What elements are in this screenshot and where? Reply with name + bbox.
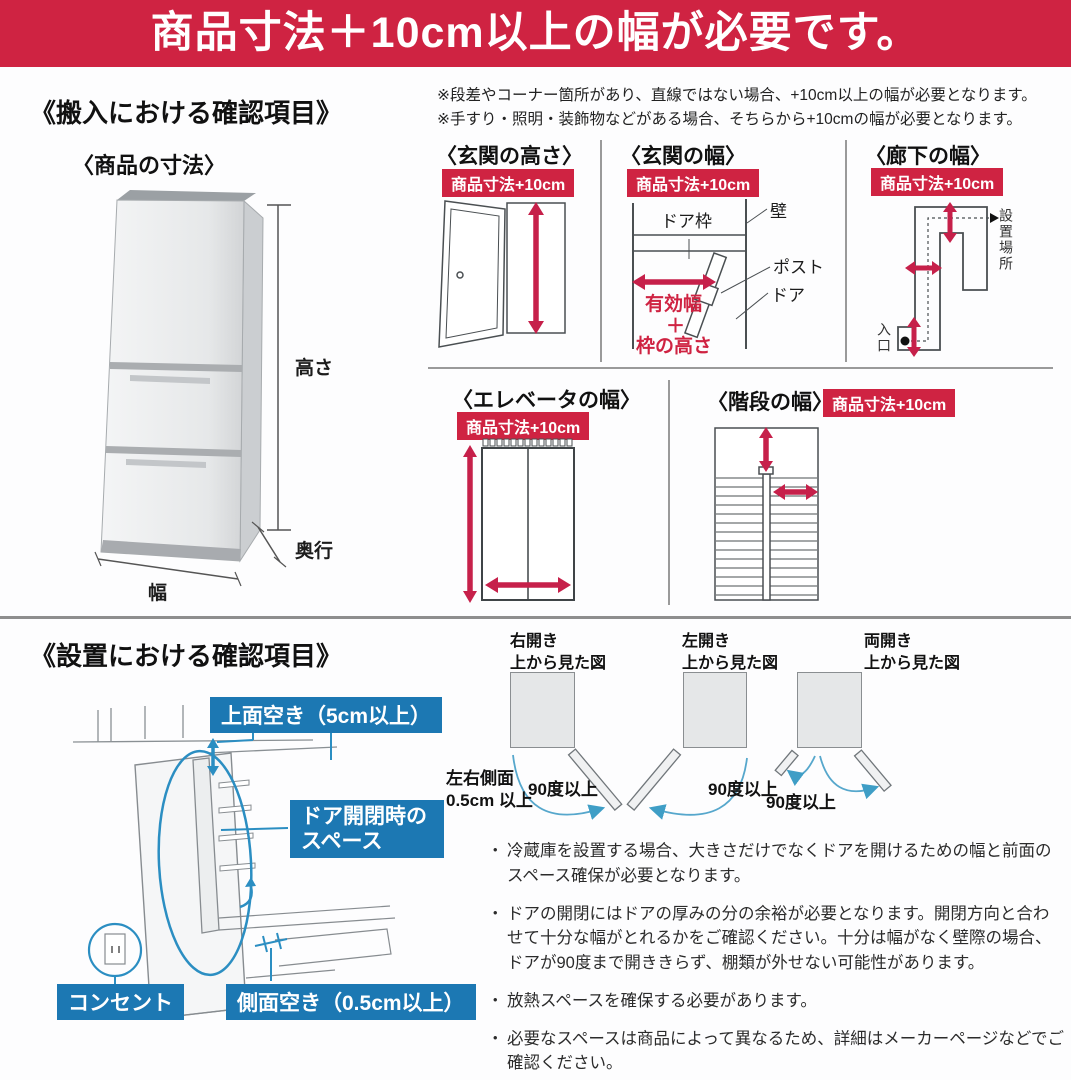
- divider-vertical-1: [600, 140, 602, 362]
- note-line-2: ※手すり・照明・装飾物などがある場合、そちらから+10cmの幅が必要となります。: [437, 111, 1022, 128]
- elevator-width-badge: 商品寸法+10cm: [457, 412, 590, 440]
- view-both-label: 両開き上から見た図: [864, 633, 961, 673]
- door-space-line1: ドア開閉時の: [301, 805, 427, 828]
- door-frame-label: ドア枠: [661, 212, 712, 231]
- list-item: ・ 冷蔵庫を設置する場合、大きさだけでなくドアを開けるための幅と前面のスペース確…: [487, 842, 1052, 885]
- wall-label: 壁: [770, 202, 787, 221]
- entrance-width-illustration: [632, 199, 771, 349]
- stairs-width-title: 〈階段の幅〉: [707, 391, 833, 414]
- hallway-width-title: 〈廊下の幅〉: [865, 145, 991, 168]
- elevator-width-title: 〈エレベータの幅〉: [452, 389, 641, 412]
- divider-vertical-2: [845, 140, 847, 362]
- product-dimensions-title: 〈商品の寸法〉: [72, 153, 227, 178]
- installation-notes-list: ・ 冷蔵庫を設置する場合、大きさだけでなくドアを開けるための幅と前面のスペース確…: [487, 839, 1065, 1080]
- divider-vertical-3: [668, 380, 670, 605]
- list-item: ・ 放熱スペースを確保する必要があります。: [487, 991, 817, 1010]
- fridge-topview-both: [797, 672, 862, 748]
- door-space-line2: スペース: [301, 830, 383, 854]
- plus-label: ＋: [666, 316, 686, 337]
- divider-horizontal-1: [428, 367, 1053, 369]
- list-item: ・ 必要なスペースは商品によって異なるため、詳細はメーカーページなどでご確認くだ…: [487, 1029, 1065, 1073]
- stairs-width-badge: 商品寸法+10cm: [823, 389, 956, 417]
- banner-title: 商品寸法＋10cm以上の幅が必要です。: [0, 0, 1071, 67]
- entrance-height-badge: 商品寸法+10cm: [442, 169, 575, 197]
- entrance-height-illustration: [438, 200, 566, 348]
- elevator-width-illustration: [463, 438, 575, 603]
- width-label: 幅: [148, 583, 168, 604]
- refrigerator-dimensions-illustration: [94, 190, 291, 587]
- top-clearance-callout: 上面空き（5cm以上）: [210, 697, 443, 733]
- entry-label: 入口: [876, 322, 892, 354]
- carry-in-heading: 《搬入における確認項目》: [30, 98, 343, 128]
- entrance-height-title: 〈玄関の高さ〉: [436, 145, 583, 168]
- side-clearance-callout: 側面空き（0.5cm以上）: [226, 984, 476, 1020]
- frame-height-label: 枠の高さ: [636, 336, 713, 357]
- stairs-width-illustration: [714, 427, 819, 601]
- entrance-width-title: 〈玄関の幅〉: [620, 145, 746, 168]
- outlet-callout: コンセント: [57, 984, 184, 1020]
- door-swing-diagrams: [512, 748, 892, 820]
- angle-label-left: 90度以上: [708, 780, 778, 799]
- installation-place-label: 設置場所: [998, 208, 1014, 272]
- note-line-1: ※段差やコーナー箇所があり、直線ではない場合、+10cm以上の幅が必要となります…: [437, 87, 1037, 104]
- post-label: ポスト: [773, 258, 824, 277]
- fridge-topview-left: [683, 672, 747, 748]
- depth-label: 奥行: [295, 541, 334, 562]
- angle-label-right: 90度以上: [528, 780, 598, 799]
- hallway-width-illustration: [897, 202, 999, 357]
- view-left-label: 左開き上から見た図: [682, 633, 779, 673]
- installation-heading: 《設置における確認項目》: [30, 641, 343, 671]
- angle-label-both: 90度以上: [766, 793, 836, 812]
- effective-width-label: 有効幅: [645, 294, 703, 315]
- divider-section: [0, 616, 1071, 619]
- door-label: ドア: [771, 286, 805, 305]
- list-item: ・ ドアの開閉にはドアの厚みの分の余裕が必要となります。開閉方向と合わせて十分な…: [487, 904, 1052, 973]
- fridge-topview-right: [510, 672, 575, 748]
- height-label: 高さ: [295, 358, 334, 379]
- view-right-label: 右開き上から見た図: [510, 633, 607, 673]
- hallway-width-badge: 商品寸法+10cm: [871, 168, 1004, 196]
- door-space-callout: ドア開閉時の スペース: [290, 800, 444, 859]
- entrance-width-badge: 商品寸法+10cm: [627, 169, 760, 197]
- installation-illustration: [72, 705, 396, 1020]
